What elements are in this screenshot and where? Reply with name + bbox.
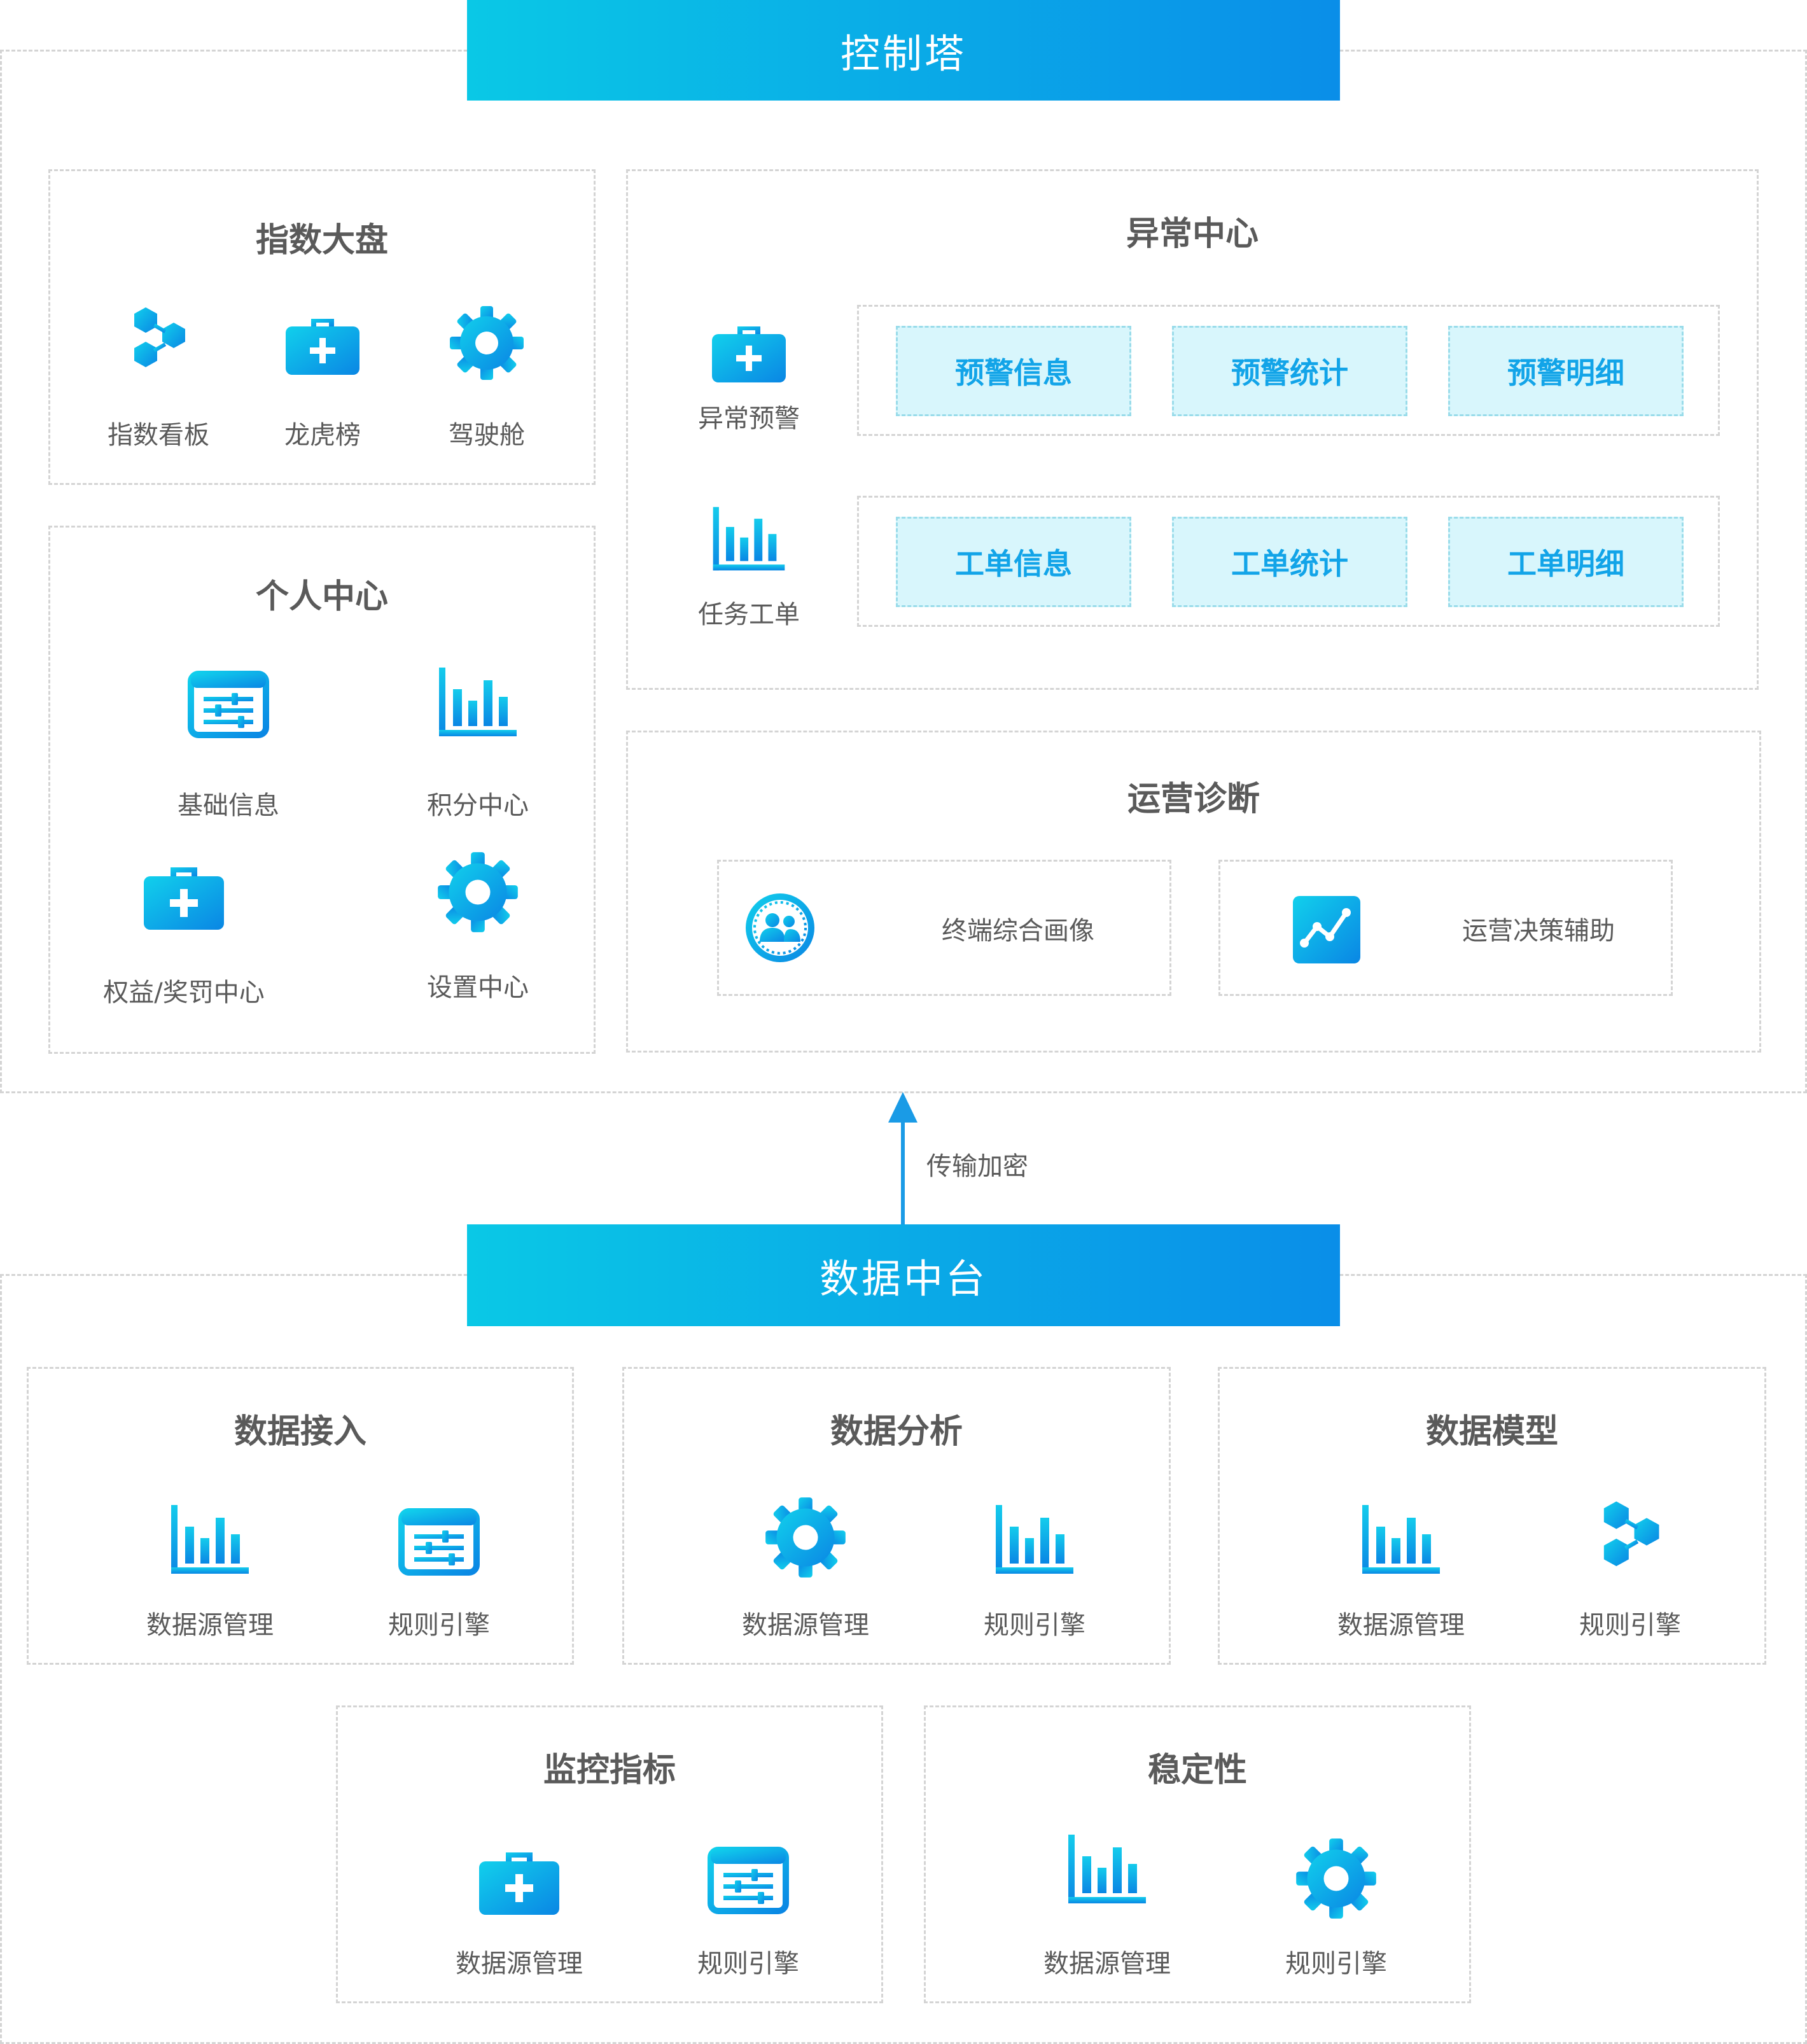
user-group-icon [742,890,818,966]
datasource-mgmt-label: 数据源管理 [1043,1949,1171,1978]
data-model-panel: 数据模型 数据源管理 规则引擎 [1218,1367,1766,1665]
monitoring-metrics-title: 监控指标 [543,1751,676,1789]
personal-center-title: 个人中心 [255,578,388,616]
points-center-item[interactable]: 积分中心 [376,665,580,820]
datasource-mgmt-label: 数据源管理 [146,1611,274,1640]
ops-diagnosis-title: 运营诊断 [1127,780,1260,818]
hexagon-network-icon [1589,1499,1671,1581]
rule-engine-item[interactable]: 规则引擎 [334,1502,544,1642]
exception-warning-item[interactable]: 异常预警 [685,312,813,433]
medical-kit-icon [284,305,361,381]
cockpit-item[interactable]: 驾驶舱 [417,305,557,451]
sliders-card-icon [707,1841,790,1924]
exception-warning-label: 异常预警 [698,404,800,433]
basic-info-item[interactable]: 基础信息 [127,665,330,820]
settings-center-label: 设置中心 [427,973,529,1002]
upload-arrow [886,1092,920,1224]
rule-engine-item[interactable]: 规则引擎 [930,1502,1140,1642]
exception-center-title: 异常中心 [1126,215,1259,253]
bar-chart-icon [436,665,519,748]
rule-engine-label: 规则引擎 [1285,1949,1387,1978]
points-center-label: 积分中心 [427,791,529,820]
control-tower-banner: 控制塔 [467,0,1340,101]
ticket-detail-chip[interactable]: 工单明细 [1448,517,1684,607]
ticket-stats-chip[interactable]: 工单统计 [1172,517,1407,607]
rule-engine-label: 规则引擎 [388,1611,490,1640]
warning-stats-chip[interactable]: 预警统计 [1172,326,1407,416]
leaderboard-label: 龙虎榜 [284,421,361,450]
terminal-profile-card[interactable]: 终端综合画像 [717,860,1171,996]
ticket-chip-group: 工单信息 工单统计 工单明细 [857,496,1720,627]
bar-chart-icon [169,1502,251,1585]
medical-kit-icon [143,856,225,939]
cockpit-label: 驾驶舱 [449,421,525,450]
gear-icon [1295,1837,1378,1920]
datasource-mgmt-item[interactable]: 数据源管理 [701,1496,910,1642]
exception-center-panel: 异常中心 异常预警 预警信息 预警统计 预警明细 任务工单 工单信息 [626,169,1759,690]
ticket-info-chip[interactable]: 工单信息 [896,517,1131,607]
data-ingest-panel: 数据接入 数据源管理 规则引擎 [27,1367,574,1665]
gear-icon [436,851,519,934]
gear-icon [764,1496,847,1579]
data-ingest-title: 数据接入 [234,1413,366,1451]
bar-chart-icon [711,505,787,581]
bar-chart-icon [1066,1832,1148,1915]
rule-engine-item[interactable]: 规则引擎 [643,1841,853,1981]
rule-engine-item[interactable]: 规则引擎 [1525,1499,1735,1642]
rule-engine-label: 规则引擎 [984,1611,1085,1640]
rewards-center-label: 权益/奖罚中心 [103,978,265,1007]
datasource-mgmt-label: 数据源管理 [1337,1611,1465,1640]
terminal-profile-label: 终端综合画像 [942,916,1094,946]
sliders-card-icon [187,665,270,748]
data-analysis-panel: 数据分析 数据源管理 规则引擎 [622,1367,1171,1665]
rewards-center-item[interactable]: 权益/奖罚中心 [76,856,292,1007]
datasource-mgmt-item[interactable]: 数据源管理 [414,1841,624,1981]
bar-chart-icon [993,1502,1076,1585]
gear-icon [449,305,525,381]
medical-kit-icon [478,1841,561,1924]
task-ticket-item[interactable]: 任务工单 [685,505,813,629]
data-model-title: 数据模型 [1425,1413,1558,1451]
datasource-mgmt-item[interactable]: 数据源管理 [1296,1502,1506,1642]
trend-line-icon [1292,895,1368,971]
personal-center-panel: 个人中心 基础信息 积分中心 [48,526,596,1054]
rule-engine-label: 规则引擎 [697,1949,799,1978]
leaderboard-item[interactable]: 龙虎榜 [253,305,393,451]
index-dashboard-title: 指数大盘 [255,221,388,260]
stability-panel: 稳定性 数据源管理 规则引擎 [924,1705,1471,2003]
ops-diagnosis-panel: 运营诊断 终端综合画像 运营决策辅助 [626,731,1761,1053]
datasource-mgmt-label: 数据源管理 [456,1949,583,1978]
rule-engine-item[interactable]: 规则引擎 [1231,1837,1441,1981]
arrow-label: 传输加密 [926,1152,1028,1181]
rule-engine-label: 规则引擎 [1579,1611,1681,1640]
data-platform-banner: 数据中台 [467,1224,1340,1326]
task-ticket-label: 任务工单 [698,600,800,629]
datasource-mgmt-item[interactable]: 数据源管理 [1002,1832,1212,1981]
basic-info-label: 基础信息 [178,791,279,820]
index-board-item[interactable]: 指数看板 [88,305,228,451]
monitoring-metrics-panel: 监控指标 数据源管理 规则引擎 [336,1705,883,2003]
settings-center-item[interactable]: 设置中心 [376,851,580,1002]
ops-decision-card[interactable]: 运营决策辅助 [1218,860,1673,996]
index-dashboard-panel: 指数大盘 指数看板 龙虎榜 [48,169,596,485]
sliders-card-icon [398,1502,480,1585]
index-board-label: 指数看板 [108,421,209,450]
warning-info-chip[interactable]: 预警信息 [896,326,1131,416]
datasource-mgmt-item[interactable]: 数据源管理 [105,1502,315,1642]
hexagon-network-icon [120,305,197,381]
ops-decision-label: 运营决策辅助 [1462,916,1615,946]
bar-chart-icon [1360,1502,1442,1585]
warning-detail-chip[interactable]: 预警明细 [1448,326,1684,416]
data-analysis-title: 数据分析 [830,1413,963,1451]
stability-title: 稳定性 [1147,1751,1247,1789]
medical-kit-icon [711,312,787,389]
warning-chip-group: 预警信息 预警统计 预警明细 [857,305,1720,436]
datasource-mgmt-label: 数据源管理 [742,1611,869,1640]
